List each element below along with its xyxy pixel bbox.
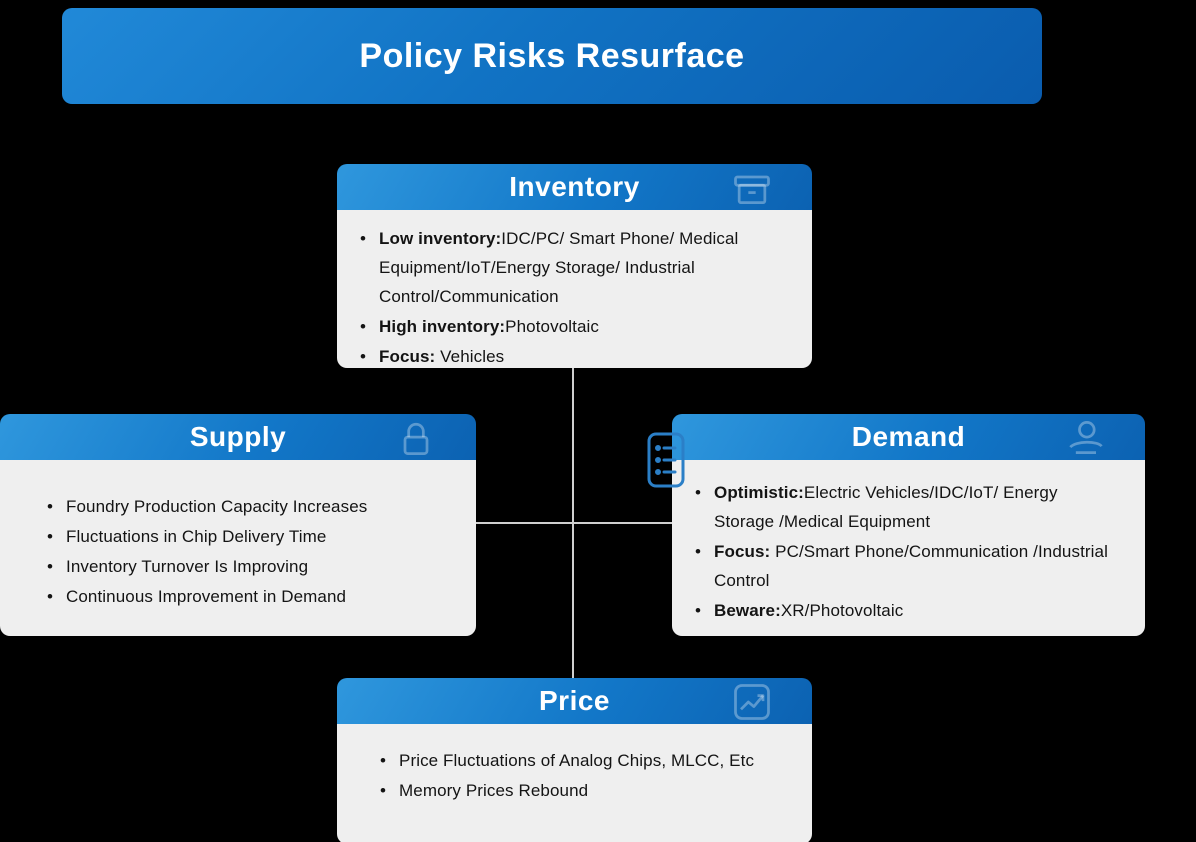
item-bold: Low inventory: [379,229,502,248]
card-supply-title: Supply [189,421,287,452]
card-demand: Demand Optimistic:Electric Vehicles/IDC/… [672,414,1145,636]
card-price-title: Price [539,685,610,716]
list-item: Beware:XR/Photovoltaic [688,596,1121,625]
chart-icon [730,680,774,724]
item-text: Price Fluctuations of Analog Chips, MLCC… [399,751,755,770]
list-item: Focus: Vehicles [353,342,788,371]
card-inventory-header: Inventory [337,164,812,210]
box-icon [730,166,774,210]
card-supply-header: Supply [0,414,476,460]
connector-horizontal [476,522,672,524]
card-demand-body: Optimistic:Electric Vehicles/IDC/IoT/ En… [672,460,1145,636]
item-text: Continuous Improvement in Demand [66,587,347,606]
item-text: Inventory Turnover Is Improving [66,557,309,576]
item-text: Photovoltaic [505,317,599,336]
list-item: Focus: PC/Smart Phone/Communication /Ind… [688,537,1121,595]
list-item: Foundry Production Capacity Increases [40,492,452,521]
list-item: Low inventory:IDC/PC/ Smart Phone/ Medic… [353,224,788,311]
list-item: Fluctuations in Chip Delivery Time [40,522,452,551]
card-demand-title: Demand [851,421,966,452]
item-bold: Focus: [714,542,771,561]
card-price-header: Price [337,678,812,724]
list-item: High inventory:Photovoltaic [353,312,788,341]
item-text: XR/Photovoltaic [780,601,904,620]
card-inventory: Inventory Low inventory:IDC/PC/ Smart Ph… [337,164,812,371]
item-text: Foundry Production Capacity Increases [66,497,368,516]
item-text: Vehicles [435,347,505,366]
card-inventory-title: Inventory [509,171,640,202]
item-text: Fluctuations in Chip Delivery Time [66,527,327,546]
list-item: Memory Prices Rebound [373,776,788,805]
item-text: IDC/PC/ Smart Phone/ Medical Equipment/I… [379,229,739,306]
item-text: Electric Vehicles/IDC/IoT/ Energy Storag… [714,483,1058,531]
item-text: Memory Prices Rebound [399,781,589,800]
lock-icon [394,416,438,460]
item-bold: Beware: [714,601,781,620]
item-bold: Optimistic: [714,483,804,502]
card-demand-header: Demand [672,414,1145,460]
list-item: Inventory Turnover Is Improving [40,552,452,581]
page-title: Policy Risks Resurface [359,36,745,75]
banner: Policy Risks Resurface [62,8,1042,104]
item-bold: Focus: [379,347,436,366]
list-icon [642,430,690,490]
item-text: PC/Smart Phone/Communication /Industrial… [714,542,1108,590]
list-item: Price Fluctuations of Analog Chips, MLCC… [373,746,788,775]
list-item: Optimistic:Electric Vehicles/IDC/IoT/ En… [688,478,1121,536]
hand-coin-icon [1063,416,1107,460]
card-supply: Supply Foundry Production Capacity Incre… [0,414,476,636]
card-inventory-body: Low inventory:IDC/PC/ Smart Phone/ Medic… [337,210,812,371]
card-supply-body: Foundry Production Capacity Increases Fl… [0,460,476,636]
list-item: Continuous Improvement in Demand [40,582,452,611]
card-price: Price Price Fluctuations of Analog Chips… [337,678,812,842]
item-bold: High inventory: [379,317,506,336]
card-price-body: Price Fluctuations of Analog Chips, MLCC… [337,724,812,842]
